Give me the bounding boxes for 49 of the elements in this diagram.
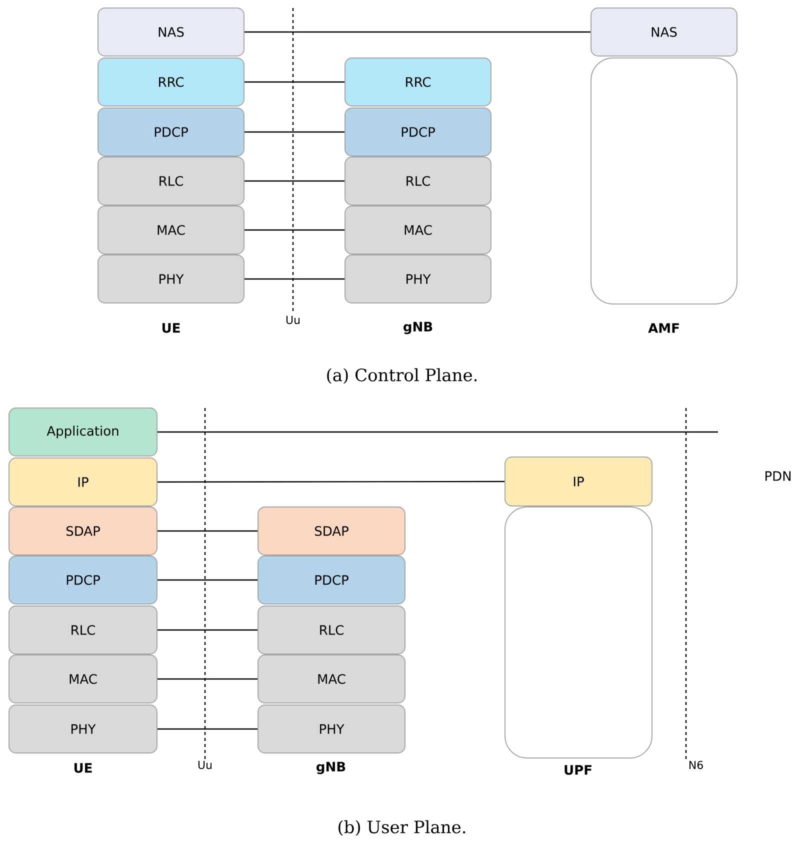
- layer-box: PDCP: [8, 556, 158, 604]
- layer-box: PDCP: [98, 108, 244, 156]
- layer-box: SDAP: [8, 506, 158, 556]
- connector-line: [244, 229, 344, 231]
- layer-box: NAS: [590, 8, 738, 56]
- layer-box: RLC: [8, 606, 158, 654]
- connector-line: [158, 728, 258, 730]
- entity-box: [590, 58, 738, 304]
- interface-label: Uu: [198, 760, 212, 770]
- interface-label: N6: [689, 760, 703, 770]
- layer-box: PHY: [8, 704, 158, 754]
- column-label: gNB: [404, 322, 432, 334]
- layer-box: SDAP: [258, 506, 406, 556]
- network-label: PDN: [766, 471, 791, 481]
- layer-box: Application: [8, 408, 158, 456]
- connector-line: [158, 579, 258, 581]
- caption: (b) User Plane.: [338, 820, 466, 836]
- layer-box: PDCP: [258, 556, 406, 604]
- connector-line: [158, 480, 505, 483]
- layer-box: MAC: [258, 654, 406, 704]
- layer-box: PHY: [344, 254, 492, 304]
- layer-box: IP: [504, 456, 652, 506]
- layer-box: MAC: [8, 654, 158, 704]
- connector-line: [244, 31, 590, 33]
- layer-box: RRC: [98, 58, 244, 106]
- connector-line: [158, 678, 258, 680]
- layer-box: MAC: [98, 206, 244, 254]
- interface-label: Uu: [286, 316, 300, 324]
- caption: (a) Control Plane.: [327, 368, 477, 384]
- connector-line: [244, 278, 344, 280]
- layer-box: RLC: [98, 156, 244, 206]
- connector-line: [158, 629, 258, 631]
- layer-box: NAS: [98, 8, 244, 56]
- layer-box: PHY: [98, 254, 244, 304]
- connector-line: [244, 81, 344, 83]
- connector-line: [158, 431, 718, 433]
- layer-box: RRC: [344, 58, 492, 106]
- layer-box: RLC: [344, 156, 492, 206]
- connector-line: [244, 180, 344, 182]
- layer-box: IP: [8, 458, 158, 506]
- connector-line: [158, 530, 258, 532]
- column-label: AMF: [648, 323, 679, 333]
- layer-box: PHY: [258, 704, 406, 754]
- layer-box: MAC: [344, 206, 492, 254]
- layer-box: PDCP: [344, 108, 492, 156]
- connector-line: [244, 131, 344, 133]
- entity-box: [504, 506, 652, 758]
- layer-box: RLC: [258, 606, 406, 654]
- column-label: UE: [162, 323, 180, 333]
